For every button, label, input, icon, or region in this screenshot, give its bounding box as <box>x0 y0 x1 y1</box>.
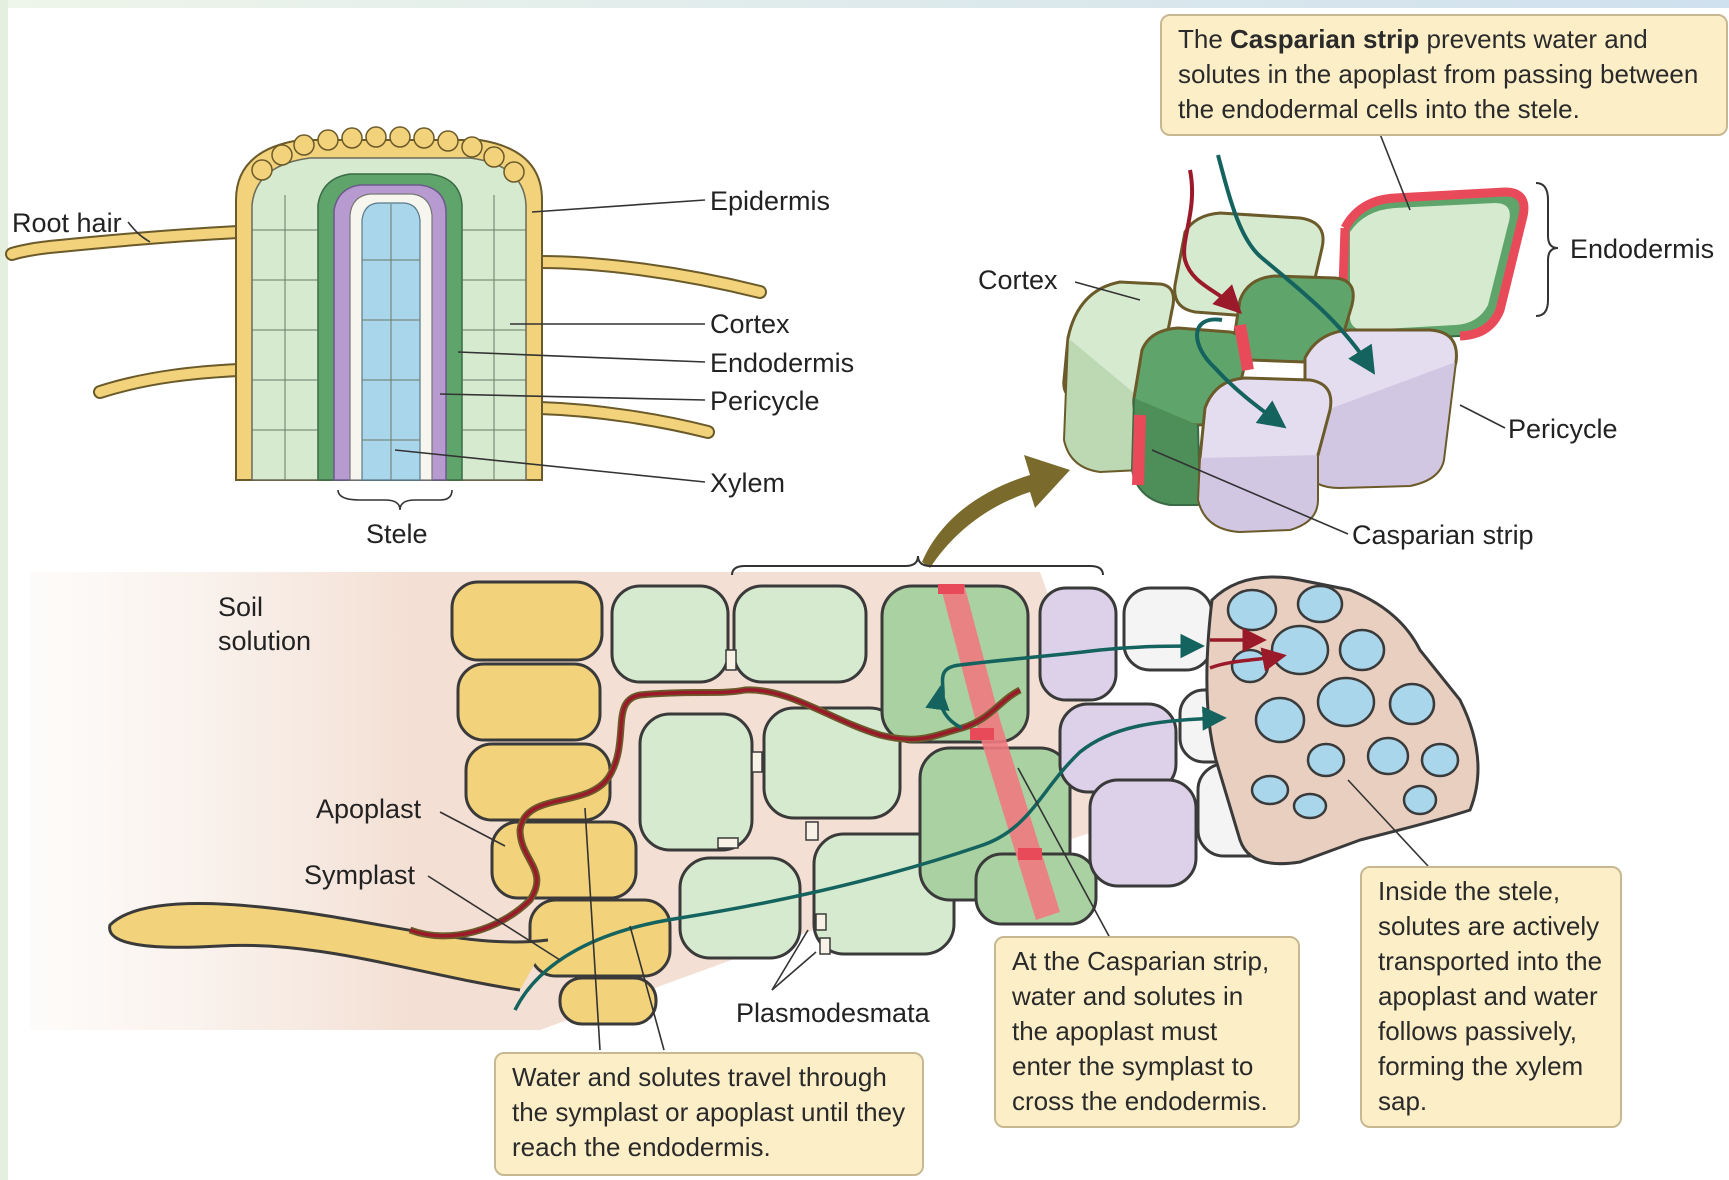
label-epidermis: Epidermis <box>710 186 830 216</box>
zoom-arrow <box>922 455 1070 568</box>
label-stele: Stele <box>366 519 428 549</box>
callout-travel: Water and solutes travel through the sym… <box>494 1052 924 1176</box>
label-detail-casparian-strip: Casparian strip <box>1352 520 1534 550</box>
callout-top-prefix: The <box>1178 24 1230 54</box>
callout-casparian-crossing: At the Casparian strip, water and solute… <box>994 936 1300 1128</box>
callout-stele-text: Inside the stele, solutes are actively t… <box>1378 876 1602 1116</box>
label-symplast: Symplast <box>304 860 416 890</box>
label-detail-cortex: Cortex <box>978 265 1058 295</box>
callout-travel-text: Water and solutes travel through the sym… <box>512 1062 905 1162</box>
label-endodermis: Endodermis <box>710 348 854 378</box>
label-soil-solution-2: solution <box>218 626 311 656</box>
label-soil-solution-1: Soil <box>218 592 263 622</box>
endodermis-detail: Cortex Endodermis Pericycle Casparian st… <box>978 134 1714 550</box>
callout-stele: Inside the stele, solutes are actively t… <box>1360 866 1622 1128</box>
label-xylem: Xylem <box>710 468 785 498</box>
label-detail-endodermis: Endodermis <box>1570 234 1714 264</box>
label-pericycle: Pericycle <box>710 386 820 416</box>
callout-casparian-text: At the Casparian strip, water and solute… <box>1012 946 1269 1116</box>
label-detail-pericycle: Pericycle <box>1508 414 1618 444</box>
callout-top-bold: Casparian strip <box>1230 24 1419 54</box>
label-apoplast: Apoplast <box>316 794 422 824</box>
label-plasmodesmata: Plasmodesmata <box>736 998 931 1028</box>
label-cortex: Cortex <box>710 309 790 339</box>
label-root-hair: Root hair <box>12 208 122 238</box>
root-section: Root hair Epidermis Cortex Endodermis Pe… <box>12 127 854 549</box>
callout-casparian-strip-function: The Casparian strip prevents water and s… <box>1160 14 1728 136</box>
